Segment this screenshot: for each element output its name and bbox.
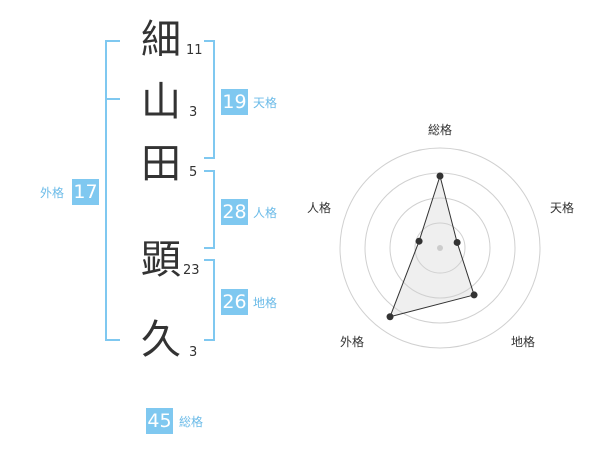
jinkaku-bracket: [204, 170, 215, 249]
tenkaku-value: 19: [221, 89, 248, 115]
radar-axis-label-5: 人格: [307, 201, 332, 215]
soukaku-label: 総格: [179, 415, 204, 429]
radar-point-4: [386, 313, 394, 321]
radar-point-3: [470, 291, 478, 299]
radar-point-5: [415, 237, 423, 245]
radar-axis-label-4: 外格: [340, 335, 365, 349]
jinkaku-value: 28: [221, 199, 248, 225]
radar-point-2: [453, 238, 461, 246]
chikaku-label: 地格: [253, 296, 278, 310]
name-char-3: 田: [141, 141, 181, 187]
chikaku-value: 26: [221, 289, 248, 315]
tenkaku-label: 天格: [253, 96, 278, 110]
radar-axis-label-3: 地格: [511, 335, 536, 349]
radar-axis-label-1: 総格: [428, 123, 453, 137]
stroke-count-1: 11: [186, 43, 203, 58]
radar-ring: [339, 147, 541, 349]
radar-polygon: [389, 174, 475, 318]
name-char-1: 細: [141, 17, 181, 63]
radar-ring: [414, 222, 466, 274]
stroke-count-3: 5: [189, 165, 198, 180]
name-char-4: 顕: [141, 237, 181, 283]
name-char-2: 山: [141, 79, 181, 125]
stroke-count-4: 23: [183, 263, 200, 278]
radar-point-1: [436, 172, 444, 180]
tenkaku-bracket: [204, 40, 215, 159]
chikaku-bracket: [204, 259, 215, 341]
radar-axis-label-2: 天格: [550, 201, 575, 215]
stroke-count-2: 3: [189, 105, 198, 120]
gaikaku-value: 17: [72, 179, 99, 205]
jinkaku-label: 人格: [253, 206, 278, 220]
gaikaku-label: 外格: [40, 186, 65, 200]
name-char-5: 久: [141, 317, 181, 363]
soukaku-value: 45: [146, 408, 173, 434]
radar-center: [437, 245, 443, 251]
stroke-count-5: 3: [189, 345, 198, 360]
gaikaku-bracket: [105, 40, 120, 341]
radar-ring: [389, 197, 491, 299]
